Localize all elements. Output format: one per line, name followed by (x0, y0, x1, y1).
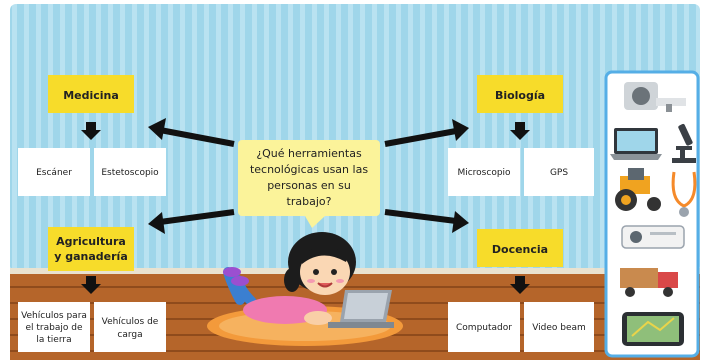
video-beam-label: Video beam (532, 323, 586, 333)
vehiculos-tierra-label-2: el trabajo de (26, 323, 83, 333)
agricultura-down-arrow (81, 276, 101, 294)
escaner-label: Escáner (36, 168, 72, 178)
gps-box (524, 148, 594, 196)
projector-icon (621, 225, 685, 249)
vehiculos-tierra-box (18, 302, 90, 352)
scanner-machine-icon (624, 82, 686, 112)
baseboard (10, 268, 700, 274)
arrow-to-agricultura (148, 209, 235, 234)
biologia-title: Biología (495, 89, 545, 102)
computador-box (448, 302, 520, 352)
microscopio-label: Microscopio (457, 168, 511, 178)
agricultura-title-box (48, 227, 134, 271)
computador-label: Computador (456, 323, 512, 333)
biologia-title-box (477, 75, 563, 113)
arrow-to-docencia (384, 209, 469, 233)
biologia-down-arrow (510, 122, 530, 140)
docencia-title: Docencia (492, 243, 548, 256)
question-bubble (238, 140, 380, 216)
question-line-3: personas en su (267, 179, 351, 192)
medicina-down-arrow (81, 122, 101, 140)
agricultura-title-line-2: y ganadería (54, 250, 128, 263)
question-line-1: ¿Qué herramientas (256, 147, 362, 160)
microscopio-box (448, 148, 520, 196)
agricultura-title-line-1: Agricultura (56, 235, 126, 248)
docencia-title-box (477, 229, 563, 267)
arrow-to-biologia (384, 119, 469, 147)
truck-icon (620, 268, 678, 297)
arrow-to-medicina (148, 118, 235, 147)
estetoscopio-label: Estetoscopio (101, 168, 159, 178)
question-line-4: trabajo? (287, 195, 332, 208)
vehiculos-carga-box (94, 302, 166, 352)
estetoscopio-box (94, 148, 166, 196)
wall-background (10, 4, 700, 272)
question-line-2: tecnológicas usan las (250, 163, 368, 176)
stethoscope-icon (671, 171, 697, 217)
medicina-title: Medicina (63, 89, 119, 102)
vehiculos-tierra-label-3: la tierra (36, 335, 71, 345)
video-beam-box (524, 302, 594, 352)
gps-device-icon (622, 312, 684, 346)
vehiculos-carga-label-1: Vehículos de (102, 317, 159, 327)
girl-with-laptop-illustration (223, 232, 394, 328)
medicina-title-box (48, 75, 134, 113)
vehiculos-tierra-label-1: Vehículos para (21, 311, 87, 321)
laptop-icon (610, 128, 662, 160)
gps-label: GPS (550, 168, 568, 178)
escaner-box (18, 148, 90, 196)
microscope-icon (672, 123, 696, 163)
docencia-down-arrow (510, 276, 530, 294)
vehiculos-carga-label-2: carga (117, 330, 142, 340)
tractor-icon (615, 168, 661, 211)
